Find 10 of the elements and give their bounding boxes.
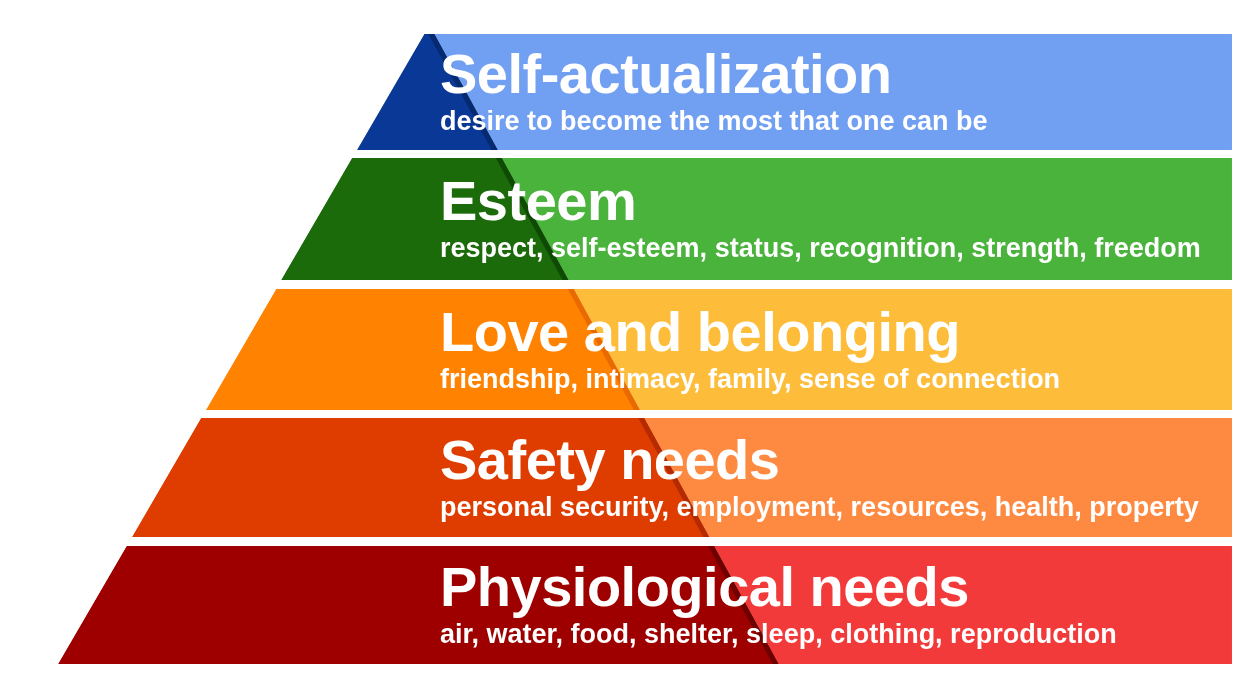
tier-title: Physiological needs xyxy=(440,559,969,616)
pyramid-tier xyxy=(131,418,1232,537)
tier-description: personal security, employment, resources, health, property xyxy=(440,491,1199,523)
pyramid-tier xyxy=(281,158,1232,280)
pyramid-tier xyxy=(57,546,1232,664)
tier-title: Esteem xyxy=(440,173,637,230)
pyramid-tier xyxy=(205,289,1232,410)
tier-description: respect, self-esteem, status, recognition, strength, freedom xyxy=(440,233,1201,265)
tier-description: friendship, intimacy, family, sense of connection xyxy=(440,363,1061,395)
tier-description: desire to become the most that one can be xyxy=(440,106,988,138)
